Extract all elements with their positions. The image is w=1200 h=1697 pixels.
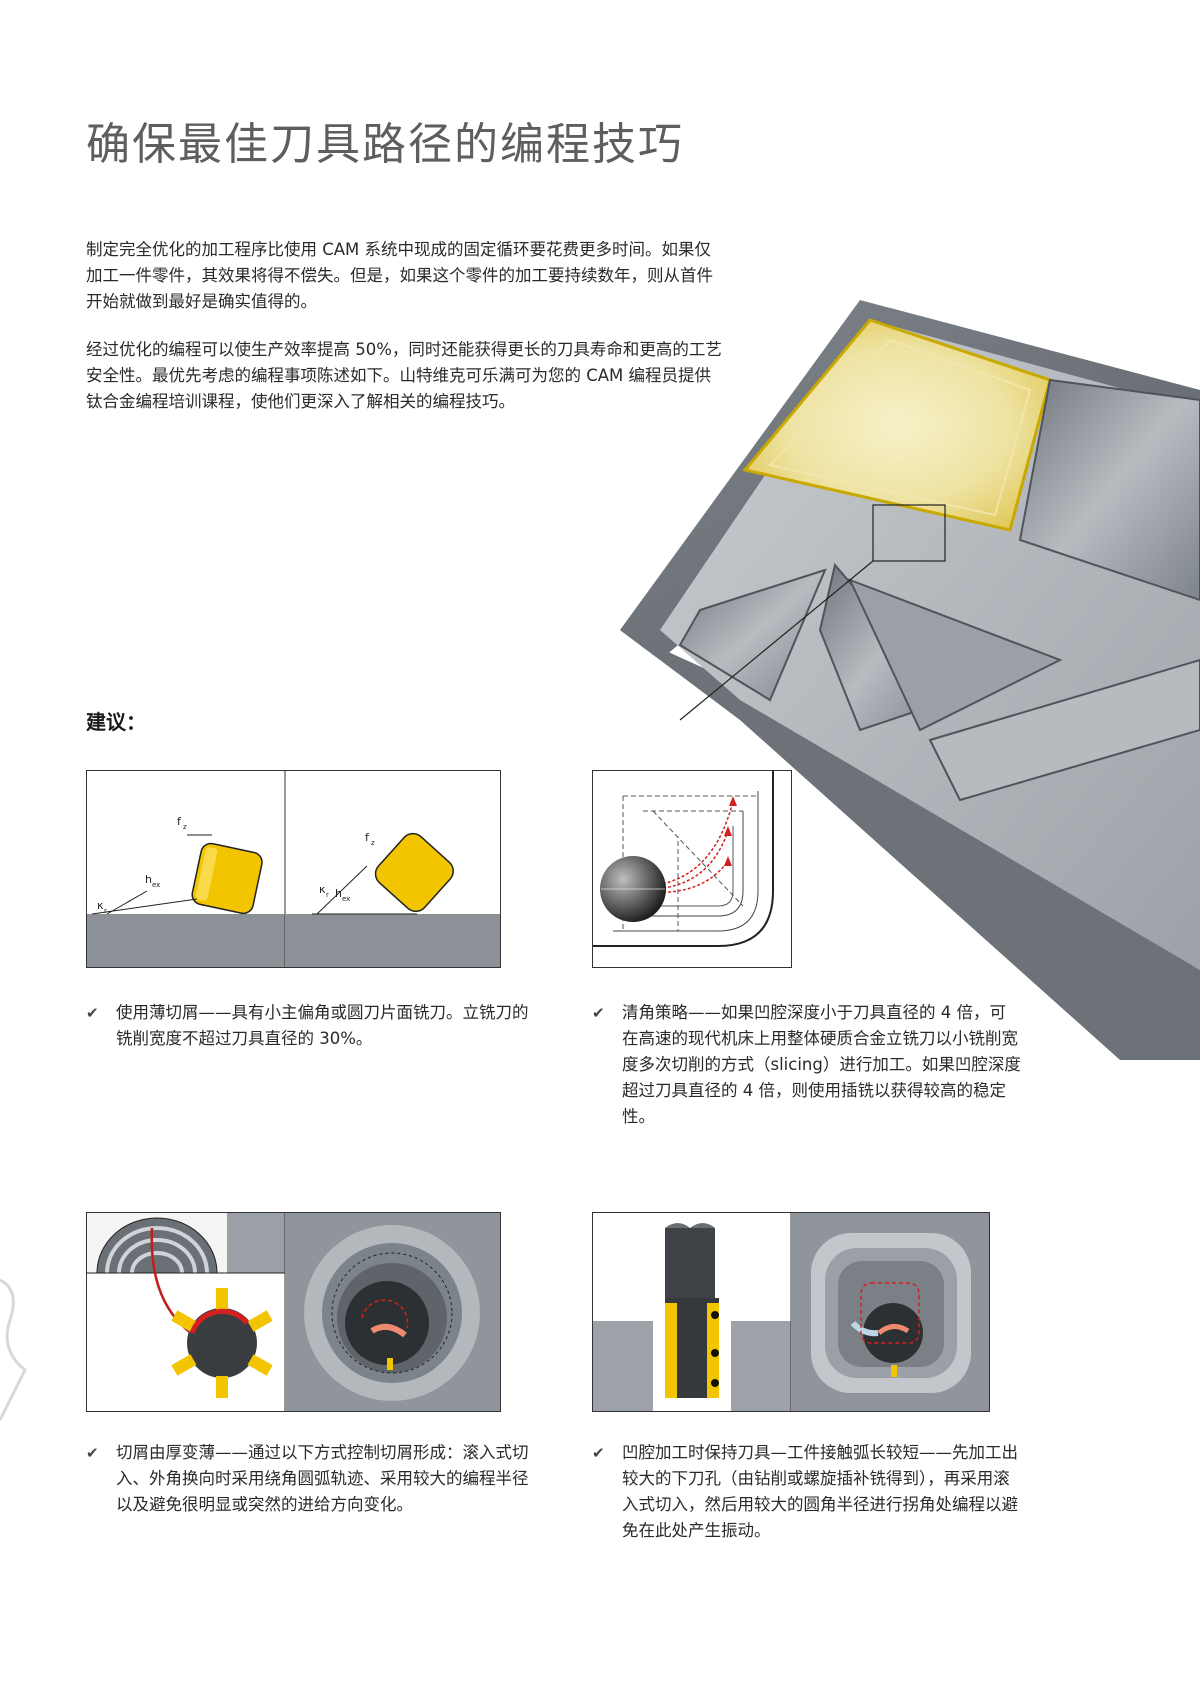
svg-text:r: r	[326, 891, 329, 899]
page-title: 确保最佳刀具路径的编程技巧	[86, 119, 684, 170]
decorative-swoosh	[0, 1278, 27, 1421]
svg-text:ex: ex	[342, 895, 350, 903]
tip-text: 切屑由厚变薄——通过以下方式控制切屑形成：滚入式切入、外角换向时采用绕角圆弧轨迹…	[116, 1443, 529, 1514]
check-icon: ✔	[592, 1444, 605, 1462]
corner-slicing-figure	[592, 770, 792, 968]
tip-corner-strategy: ✔ 清角策略——如果凹腔深度小于刀具直径的 4 倍，可在高速的现代机床上用整体硬…	[592, 1000, 1022, 1130]
tip-text: 清角策略——如果凹腔深度小于刀具直径的 4 倍，可在高速的现代机床上用整体硬质合…	[622, 1003, 1021, 1126]
section-title: 建议：	[86, 710, 146, 734]
intro-paragraph-1: 制定完全优化的加工程序比使用 CAM 系统中现成的固定循环要花费更多时间。如果仅…	[86, 240, 713, 311]
tip-pocket-engagement: ✔ 凹腔加工时保持刀具—工件接触弧长较短——先加工出较大的下刀孔（由钻削或螺旋插…	[592, 1440, 1022, 1544]
check-icon: ✔	[592, 1004, 605, 1022]
pocket-workpiece-image	[620, 300, 1200, 1060]
tip-text: 凹腔加工时保持刀具—工件接触弧长较短——先加工出较大的下刀孔（由钻削或螺旋插补铣…	[622, 1443, 1018, 1540]
fz-label: f	[177, 815, 182, 828]
tip-thick-to-thin: ✔ 切屑由厚变薄——通过以下方式控制切屑形成：滚入式切入、外角换向时采用绕角圆弧…	[86, 1440, 536, 1518]
check-icon: ✔	[86, 1444, 99, 1462]
hex-label: h	[145, 873, 152, 886]
thick-to-thin-chip-figure	[86, 1212, 501, 1412]
intro-text: 制定完全优化的加工程序比使用 CAM 系统中现成的固定循环要花费更多时间。如果仅…	[86, 237, 726, 437]
intro-paragraph-2: 经过优化的编程可以使生产效率提高 50%，同时还能获得更长的刀具寿命和更高的工艺…	[86, 340, 722, 411]
check-icon: ✔	[86, 1004, 99, 1022]
svg-text:f: f	[365, 831, 370, 844]
tip-text: 使用薄切屑——具有小主偏角或圆刀片面铣刀。立铣刀的铣削宽度不超过刀具直径的 30…	[116, 1003, 529, 1048]
svg-text:z: z	[371, 839, 375, 847]
pocket-engagement-figure	[592, 1212, 990, 1412]
svg-text:h: h	[335, 887, 342, 900]
tip-thin-chip: ✔ 使用薄切屑——具有小主偏角或圆刀片面铣刀。立铣刀的铣削宽度不超过刀具直径的 …	[86, 1000, 536, 1052]
svg-text:κ: κ	[319, 883, 326, 896]
thin-chip-figure: f z h ex κ r f z h ex κ r	[86, 770, 501, 968]
hex-subscript: ex	[152, 881, 160, 889]
kr-label: κ	[97, 899, 104, 912]
fz-subscript: z	[183, 823, 187, 831]
kr-subscript: r	[104, 907, 107, 915]
